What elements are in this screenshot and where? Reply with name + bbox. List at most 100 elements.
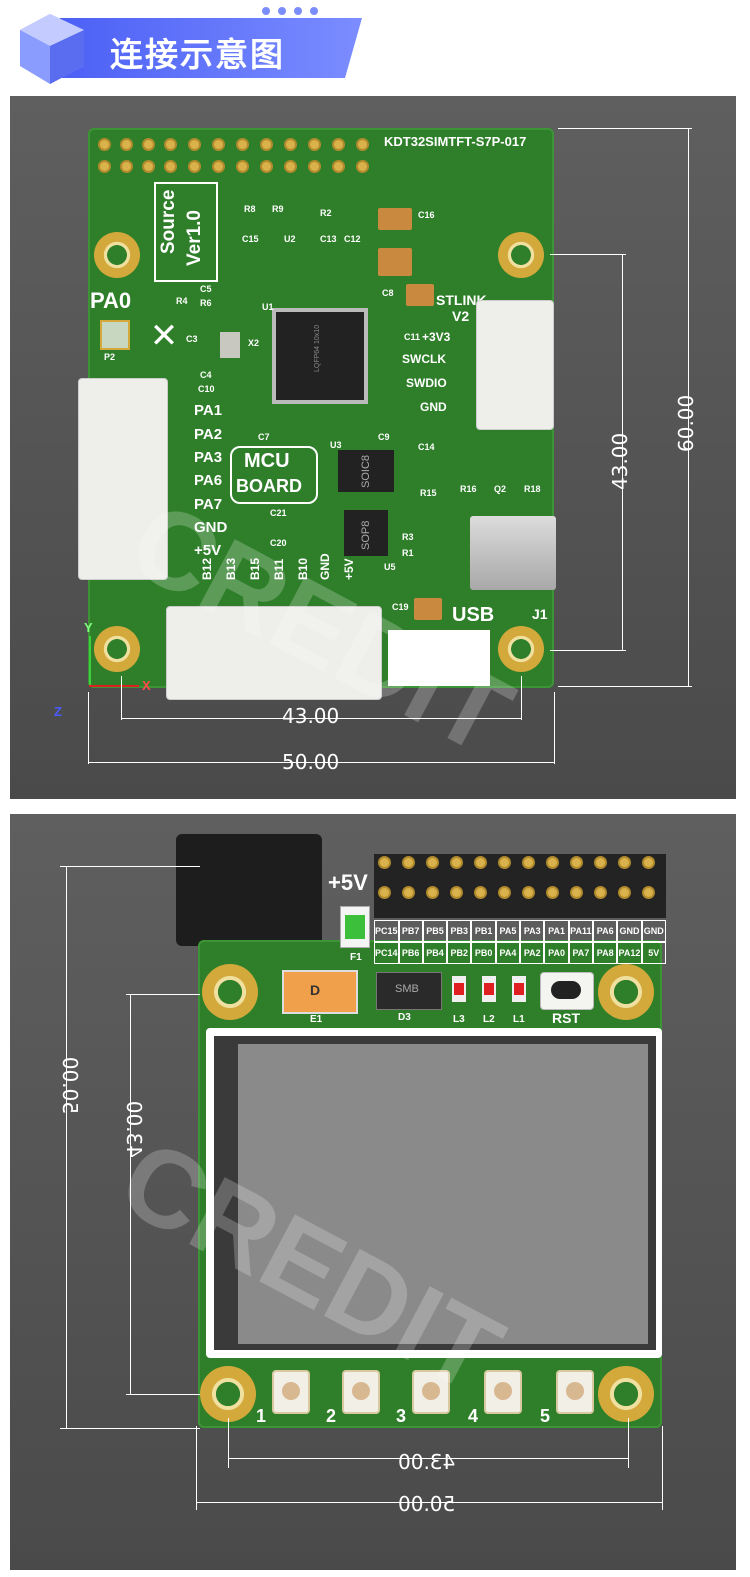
ref-c12: C12 [344, 234, 361, 244]
dim-line-outer-width [88, 762, 554, 763]
mount-hole-top-right [498, 232, 544, 278]
axis-x-label: X [142, 678, 151, 693]
ref-r15: R15 [420, 488, 437, 498]
ref-r9: R9 [272, 204, 284, 214]
header-pin-label: GND [617, 920, 642, 942]
left-connector[interactable] [78, 378, 168, 580]
mcu-chip: LQFP64 10x10 [272, 308, 368, 404]
ref-r16: R16 [460, 484, 477, 494]
left-pin-label: GND [194, 519, 228, 536]
button-number: 4 [468, 1406, 479, 1426]
ref-q2: Q2 [494, 484, 507, 494]
header-pin-label: PB0 [471, 942, 496, 964]
soic8-label: SOIC8 [360, 454, 372, 488]
ref-p2: P2 [104, 352, 116, 362]
ref-r6: R6 [200, 298, 212, 308]
dim-line-inner-height [622, 254, 623, 650]
header-pin-label: PB6 [398, 942, 423, 964]
mcu-part-label: LQFP64 10x10 [314, 324, 321, 372]
header-pin-label: PA1 [544, 920, 569, 942]
ref-r18: R18 [524, 484, 541, 494]
capacitor-c8 [406, 284, 434, 306]
lcd-screen [206, 1028, 662, 1358]
user-button-3[interactable] [412, 1370, 450, 1414]
mcu-logo-line1: MCU [244, 450, 290, 472]
user-button-2[interactable] [342, 1370, 380, 1414]
left-pin-label: PA3 [194, 449, 223, 466]
header-pin-label: PB3 [447, 920, 472, 942]
fuse [340, 906, 370, 948]
left-pin-label: +5V [194, 542, 222, 559]
header-graphic [20, 7, 362, 84]
dim-ext-left [196, 1426, 197, 1510]
user-button-4[interactable] [484, 1370, 522, 1414]
dim-ext-right [554, 692, 555, 764]
header-pin-label: PA0 [544, 942, 569, 964]
header-pin-label: PA11 [568, 920, 594, 942]
mcu-board-logo: MCU BOARD [230, 446, 318, 504]
pa0-label: PA0 [90, 288, 132, 313]
ref-r2: R2 [320, 208, 332, 218]
header-pin-label: GND [641, 920, 666, 942]
capacitor-c16 [378, 208, 412, 230]
bottom-connector[interactable] [166, 606, 382, 700]
header-pin-label: PA2 [520, 942, 545, 964]
button-number: 5 [540, 1406, 551, 1426]
header-pin-label: PB2 [447, 942, 472, 964]
mount-hole-top-left [94, 232, 140, 278]
mount-hole-bottom-right [498, 626, 544, 672]
axis-z-label: Z [54, 704, 62, 719]
power-label: +5V [328, 870, 368, 895]
header-pin-label: PB5 [422, 920, 448, 942]
ref-c14: C14 [418, 442, 435, 452]
mount-hole-bottom-left [94, 626, 140, 672]
ref-r8: R8 [244, 204, 256, 214]
ref-c16: C16 [418, 210, 435, 220]
pin-header-top [96, 136, 376, 176]
header-pin-label: PA5 [495, 920, 521, 942]
dim-ext-bottom-inner [126, 1394, 200, 1395]
right-angle-header [374, 854, 666, 918]
stlink-label: STLINK [436, 292, 487, 308]
axis-x-line [89, 685, 139, 687]
header-pin-label: PA7 [568, 942, 594, 964]
capacitor-c19 [414, 598, 442, 620]
version-label: Ver1.0 [184, 210, 205, 266]
dim-ext-left-inner [121, 676, 122, 720]
usb-label: USB [452, 604, 495, 626]
header-pin-label: PB1 [471, 920, 496, 942]
user-button-5[interactable] [556, 1370, 594, 1414]
ref-u2: U2 [284, 234, 296, 244]
led-l1 [512, 976, 526, 1002]
sop8-chip: SOP8 [344, 510, 388, 556]
dim-inner-height: 43.00 [608, 432, 632, 490]
stlink-version: V2 [452, 308, 470, 324]
dim-ext-left-inner [228, 1418, 229, 1468]
dim-line-outer-height [66, 866, 67, 1428]
sop8-label: SOP8 [360, 520, 372, 550]
header-pin-label: PA4 [495, 942, 521, 964]
dim-ext-right [662, 1426, 663, 1510]
ref-c21: C21 [270, 508, 287, 518]
header-labels-bottom: PC14 PB6 PB4 PB2 PB0 PA4 PA2 PA0 PA7 PA8… [374, 942, 666, 964]
mount-hole-top-right [598, 964, 654, 1020]
user-button-1[interactable] [272, 1370, 310, 1414]
left-pin-label: PA7 [194, 496, 223, 513]
header-banner: 连接示意图 [0, 0, 750, 92]
dim-ext-right-inner [521, 676, 522, 720]
reset-button[interactable] [540, 972, 594, 1010]
header-pin-label: PC14 [374, 942, 399, 964]
header-title: 连接示意图 [110, 35, 285, 74]
ref-c9: C9 [378, 432, 390, 442]
stlink-pin-label: SWCLK [402, 352, 446, 366]
dim-ext-bottom [558, 686, 692, 687]
f1-label: F1 [350, 952, 362, 963]
led-label: L3 [453, 1014, 465, 1025]
stlink-pin-label: GND [420, 400, 447, 414]
mount-hole-bottom-left [200, 1366, 256, 1422]
stlink-connector[interactable] [476, 300, 554, 430]
usb-connector[interactable] [470, 516, 556, 590]
e1-label: E1 [310, 1014, 323, 1025]
dim-outer-height: 50.00 [58, 1056, 82, 1114]
dim-ext-left [88, 692, 89, 764]
